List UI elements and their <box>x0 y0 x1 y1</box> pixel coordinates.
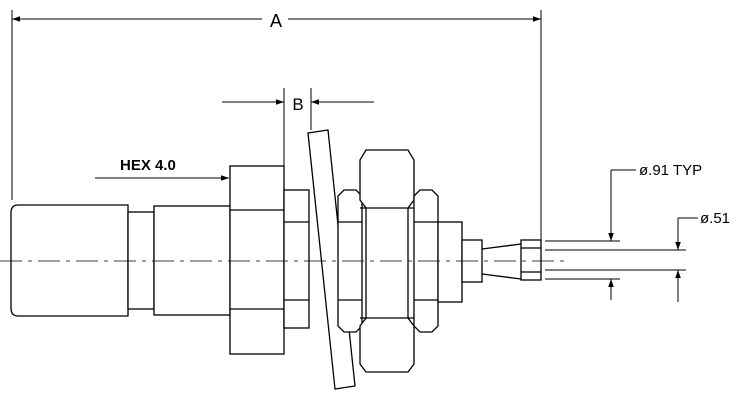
front-collar-body <box>437 221 463 303</box>
rear-collar <box>127 211 155 310</box>
hex-label: HEX 4.0 <box>120 157 176 174</box>
threaded-body <box>283 189 310 329</box>
diameter-051: ø.51 <box>545 210 730 302</box>
rear-hex-body <box>229 165 285 355</box>
dimension-label-b: B <box>292 95 303 114</box>
label-051: ø.51 <box>700 210 730 227</box>
dimension-label-a: A <box>270 11 282 31</box>
rear-hex <box>229 165 285 355</box>
diameter-091: ø.91 TYP <box>545 162 702 300</box>
rear-body <box>10 204 231 317</box>
label-091: ø.91 TYP <box>639 162 702 179</box>
hex-callout: HEX 4.0 <box>95 157 229 181</box>
terminal-ferrule <box>520 239 542 281</box>
dimension-a: A <box>11 8 542 240</box>
body-section-1 <box>283 189 310 329</box>
rear-shoulder <box>153 205 231 316</box>
front-collar <box>437 221 483 303</box>
rear-barrel <box>10 204 129 317</box>
wire-terminal <box>481 239 542 281</box>
dimension-b: B <box>222 88 374 170</box>
wire-upper <box>481 243 522 250</box>
wire-lower <box>481 273 522 280</box>
